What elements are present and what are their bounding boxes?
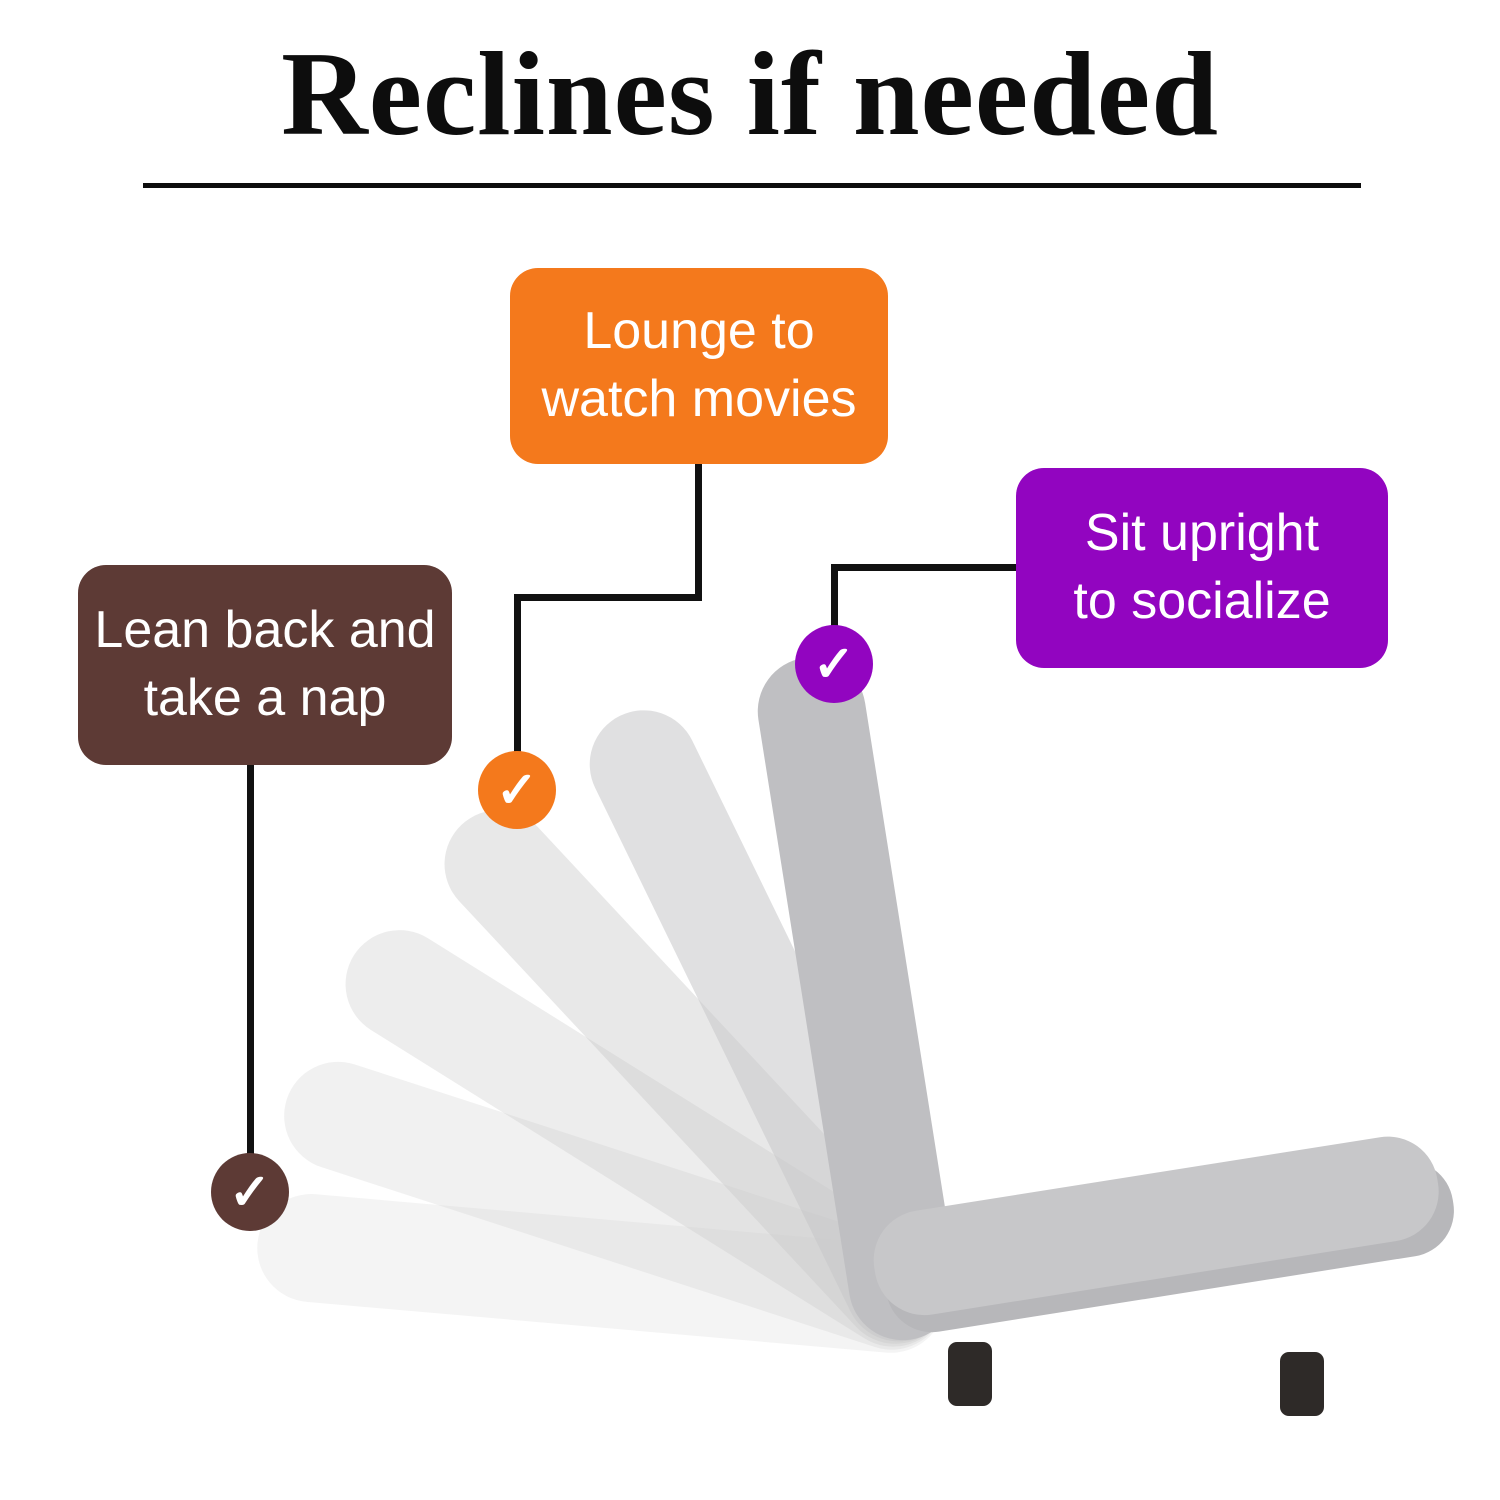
chair-legs xyxy=(948,1342,1324,1416)
chair-leg-left xyxy=(948,1342,992,1406)
check-nap: ✓ xyxy=(211,1153,289,1231)
callout-nap-line1: Lean back and xyxy=(94,601,436,660)
backrest-position-5 xyxy=(284,1061,946,1350)
title-underline xyxy=(143,183,1361,188)
page-title: Reclines if needed xyxy=(281,27,1219,160)
connector-lounge-vertical-top xyxy=(695,460,702,601)
title-area: Reclines if needed xyxy=(0,28,1500,160)
callout-sit-upright: Sit upright to socialize xyxy=(1016,468,1388,668)
checkmark-icon: ✓ xyxy=(813,636,855,692)
callout-nap: Lean back and take a nap xyxy=(78,565,452,765)
connector-sit-upright-horizontal xyxy=(831,564,1016,571)
callout-sit-upright-line2: to socialize xyxy=(1073,572,1331,630)
connector-lounge-horizontal xyxy=(514,594,702,601)
check-lounge: ✓ xyxy=(478,751,556,829)
callout-lounge-line1: Lounge to xyxy=(583,302,815,361)
connector-lounge-vertical-bottom xyxy=(514,594,521,756)
checkmark-icon: ✓ xyxy=(229,1164,271,1220)
backrest-position-4 xyxy=(345,930,948,1347)
connector-nap-vertical xyxy=(247,763,254,1157)
callout-lounge: Lounge to watch movies xyxy=(510,268,888,464)
checkmark-icon: ✓ xyxy=(496,762,538,818)
callout-nap-line2: take a nap xyxy=(143,669,387,727)
check-sit-upright: ✓ xyxy=(795,625,873,703)
chair-seat xyxy=(873,1136,1454,1333)
callout-sit-upright-line1: Sit upright xyxy=(1084,504,1320,563)
chair-leg-right xyxy=(1280,1352,1324,1416)
backrest-position-1-upright xyxy=(757,657,957,1341)
callout-lounge-line2: watch movies xyxy=(541,370,857,428)
backrest-position-6-flat xyxy=(257,1194,946,1353)
connector-sit-upright-vertical xyxy=(831,564,838,629)
